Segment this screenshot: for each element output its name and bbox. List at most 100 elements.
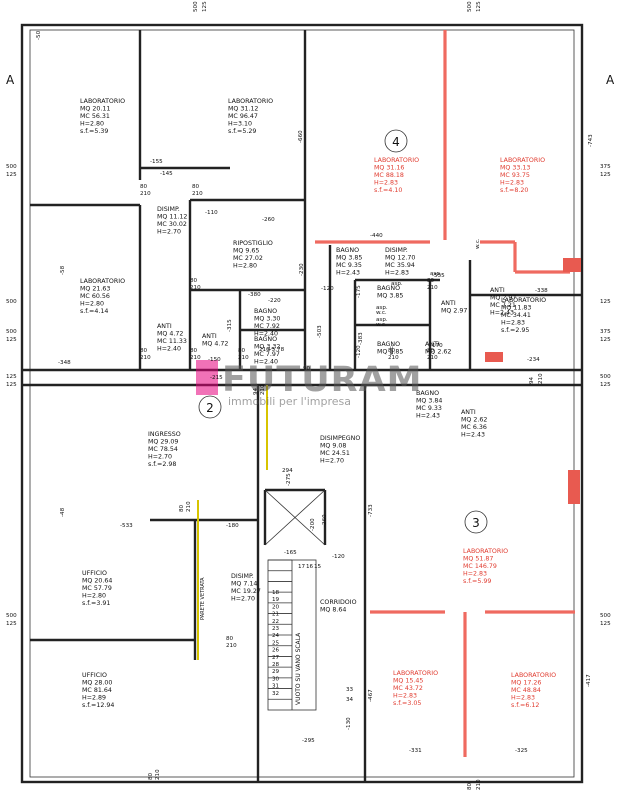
stair-number: 25 [272,640,280,646]
room-label-line: s.f.=12.94 [82,702,114,709]
room-label-line: MQ 33.13 [500,165,530,172]
dimension-label: -234 [527,357,540,363]
dimension-label: -120 [356,345,362,358]
room-label-line: MC 57.79 [82,585,112,592]
room-label-line: DISIMP. [385,247,408,254]
room-label-line: H=2.40 [254,331,278,338]
dimension-label: 500 [600,613,611,619]
room-label-line: DISIMPEGNO [320,435,360,442]
room-label-line: H=2.80 [233,263,257,270]
room-label-line: s.f.=8.20 [500,187,528,194]
dimension-label: 210 [226,643,237,649]
room-label-line: H=2.80 [80,301,104,308]
room-label-line: LABORATORIO [500,157,545,164]
dimension-label: 294 [282,468,293,474]
stair-number: 30 [272,676,280,682]
dimension-label: 500 [600,374,611,380]
dimension-label: w.c. [475,238,481,249]
dimension-label: 125 [6,172,17,178]
room-label-line: MQ 3.84 [416,398,442,405]
room-label-line: MC 11.33 [157,338,187,345]
room-label-line: MC 7.21 [490,302,516,309]
dimension-label: 500 [6,613,17,619]
room-label-line: ANTI [461,409,476,416]
dimension-label: 210 [155,769,161,780]
dimension-label: -215 [210,375,223,381]
room-label-line: MC 30.02 [157,221,187,228]
stair-number: 17 [298,564,306,570]
stair-number: 22 [272,619,279,625]
dimension-label: -383 [358,332,364,345]
room-label-line: MQ 3.30 [254,316,280,323]
room-label-line: MQ 29.09 [148,439,178,446]
dimension-label: -555 [432,273,445,279]
room-label-line: MQ 7.14 [231,581,257,588]
dimension-label: w.c. [376,310,387,316]
dimension-label: -150 [208,357,221,363]
room-label-line: H=2.43 [336,270,360,277]
room-number-markers: 4 2 3 [198,129,488,534]
dimension-label: -120 [332,554,345,560]
dimension-label: 210 [186,501,192,512]
room-label-line: H=2.70 [231,596,255,603]
stair-number: 32 [272,691,279,697]
room-label-line: MC 9.33 [416,405,442,412]
room-label-line: MC 81.64 [82,687,112,694]
room-label-line: s.f.=5.99 [463,578,491,585]
dimension-label: -175 [356,285,362,298]
room-label-line: MQ 20.11 [80,106,110,113]
dimension-label: -467 [368,689,374,702]
dimension-label: 80 [140,348,148,354]
room-label-line: MQ 11.83 [501,305,531,312]
room-label-line: BAGNO [377,285,400,292]
room-label-line: MC 43.72 [393,685,423,692]
dimension-label: -220 [268,298,281,304]
room-label-line: MQ 17.26 [511,680,541,687]
dimension-label: -743 [588,134,594,147]
stair-number: 23 [272,626,280,632]
room-label-line: MQ 9.65 [233,248,259,255]
dimension-label: 94 [253,387,259,395]
watermark-subtitle: immobili per l'impresa [228,395,351,408]
stair-number: 20 [272,604,280,610]
room-label-line: s.f.=6.12 [511,702,539,709]
note-vano-scala: VUOTO SU VANO SCALA [295,632,302,705]
dimension-label: 80 [467,782,473,790]
dimension-label: 210 [388,355,399,361]
dimension-label: 375 [600,329,611,335]
room-label-line: s.f.=2.98 [148,461,176,468]
dimension-label: 80 [179,504,185,512]
dimension-label: 80 [427,278,435,284]
dimension-label: w.c. [376,322,387,328]
room-label-line: MQ 20.64 [82,578,112,585]
dimension-label: -200 [310,518,316,531]
dimension-label: -110 [205,210,218,216]
dimension-label: -50 [36,30,42,40]
dimension-label: 210 [190,285,201,291]
room-label-line: H=3.10 [228,121,252,128]
room-label-line: DISIMP. [157,206,180,213]
dimension-label: -331 [409,748,422,754]
dimension-label: 80 [190,278,198,284]
stair-number: 19 [272,597,280,603]
dimension-label: -48 [60,507,66,517]
stair-number: 18 [272,590,280,596]
room-label-line: H=2.43 [416,413,440,420]
dimension-label: -260 [322,514,328,527]
room-label-line: MC 34.41 [501,312,531,319]
stair-number: 26 [272,648,280,654]
dimension-label: 80 [190,348,198,354]
dimension-label: 210 [260,384,266,395]
room-label-line: H=2.80 [82,593,106,600]
room-label-line: MC 96.47 [228,113,258,120]
dimension-label: w.c. [389,344,395,355]
room-label-line: s.f.=4.10 [374,187,402,194]
room-label-line: MQ 9.08 [320,443,346,450]
dimension-label: 80 [148,772,154,780]
